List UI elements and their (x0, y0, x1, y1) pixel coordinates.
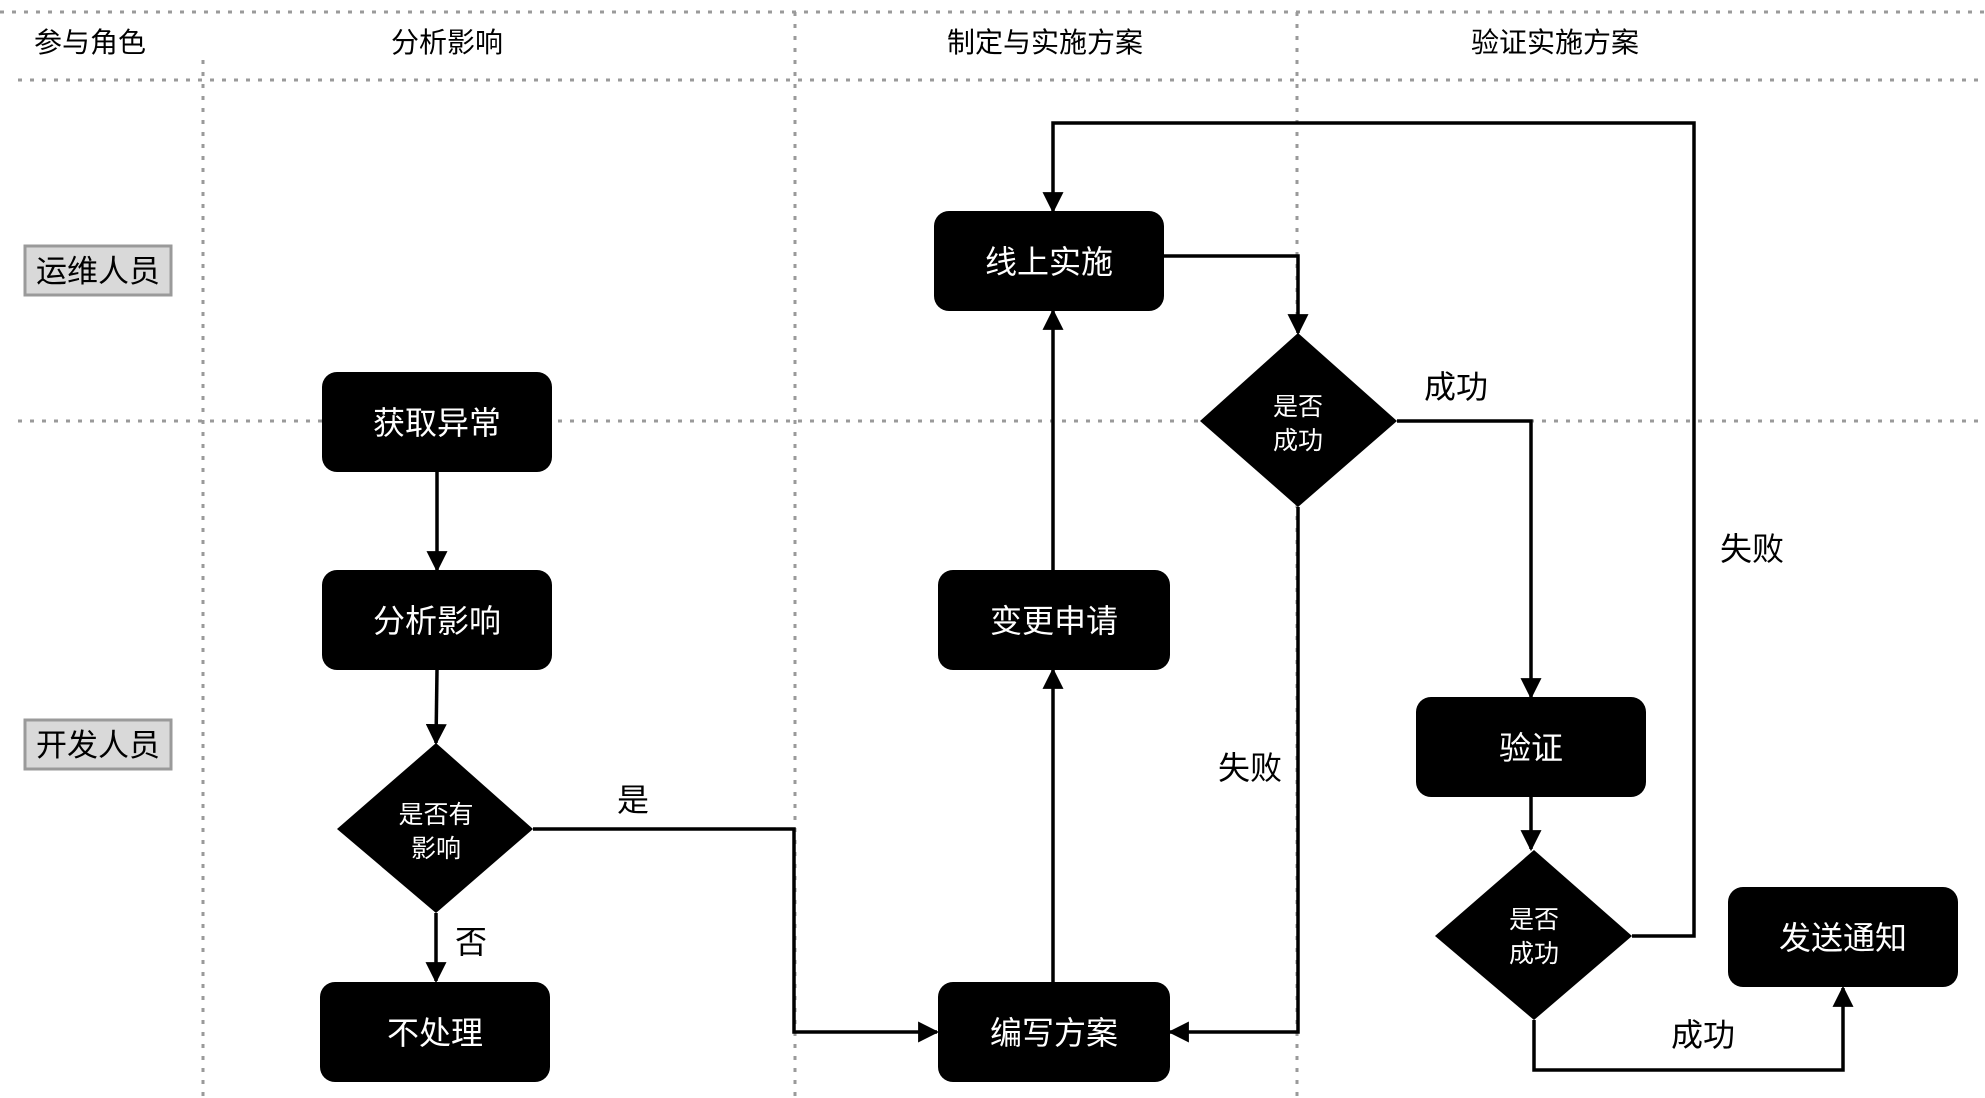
role-dev: 开发人员 (23, 718, 173, 771)
node-analyze-impact-label: 分析影响 (373, 602, 501, 640)
edge-online-to-implcheck (1163, 254, 1309, 336)
node-get-exception-label: 获取异常 (373, 404, 501, 442)
edge-analyze-to-decision (425, 669, 447, 746)
header-phase-verify: 验证实施方案 (1471, 26, 1639, 59)
label-yes: 是 (617, 781, 649, 819)
edges (425, 121, 1854, 1072)
edge-verifycheck-fail-to-online (1042, 121, 1696, 938)
role-dev-label: 开发人员 (36, 728, 160, 764)
node-write-plan-label: 编写方案 (990, 1014, 1118, 1052)
edge-implcheck-fail-to-writeplan (1167, 507, 1300, 1043)
node-analyze-impact: 分析影响 (322, 570, 552, 670)
decision-impl-success: 是否 成功 (1200, 333, 1397, 507)
node-online-impl: 线上实施 (934, 211, 1164, 311)
node-online-impl-label: 线上实施 (985, 243, 1113, 281)
node-verify-label: 验证 (1499, 729, 1563, 767)
role-ops: 运维人员 (23, 244, 173, 297)
decision-verify-success: 是否 成功 (1435, 850, 1632, 1020)
header-phase-analyze: 分析影响 (391, 26, 503, 59)
header-roles: 参与角色 (34, 26, 146, 59)
label-impl-success: 成功 (1424, 368, 1488, 406)
edge-yes-to-writeplan (533, 827, 940, 1043)
role-ops-box (23, 244, 173, 297)
label-no: 否 (455, 923, 487, 961)
node-no-action: 不处理 (320, 982, 550, 1082)
decision-has-impact-line1: 是否有 (398, 800, 473, 829)
node-no-action-label: 不处理 (387, 1014, 483, 1052)
role-ops-label: 运维人员 (36, 254, 160, 290)
decision-impl-success-line1: 是否 (1273, 392, 1323, 421)
decision-verify-success-line1: 是否 (1509, 905, 1559, 934)
node-change-request: 变更申请 (938, 570, 1170, 670)
label-verify-fail: 失败 (1720, 530, 1784, 568)
node-send-notice: 发送通知 (1728, 887, 1958, 987)
header-phase-plan: 制定与实施方案 (947, 26, 1143, 59)
node-get-exception: 获取异常 (322, 372, 552, 472)
decision-impl-success-line2: 成功 (1273, 426, 1323, 455)
role-dev-box (23, 718, 173, 771)
node-write-plan: 编写方案 (938, 982, 1170, 1082)
decision-has-impact-line2: 影响 (411, 834, 461, 863)
node-change-request-label: 变更申请 (990, 602, 1118, 640)
label-impl-fail: 失败 (1218, 749, 1282, 787)
label-verify-success: 成功 (1671, 1016, 1735, 1054)
node-send-notice-label: 发送通知 (1779, 919, 1907, 957)
decision-verify-success-line2: 成功 (1509, 939, 1559, 968)
node-verify: 验证 (1416, 697, 1646, 797)
decision-has-impact: 是否有 影响 (337, 743, 533, 913)
edge-verifycheck-success-to-notify (1532, 985, 1854, 1072)
edge-implcheck-success-to-verify (1397, 419, 1542, 700)
